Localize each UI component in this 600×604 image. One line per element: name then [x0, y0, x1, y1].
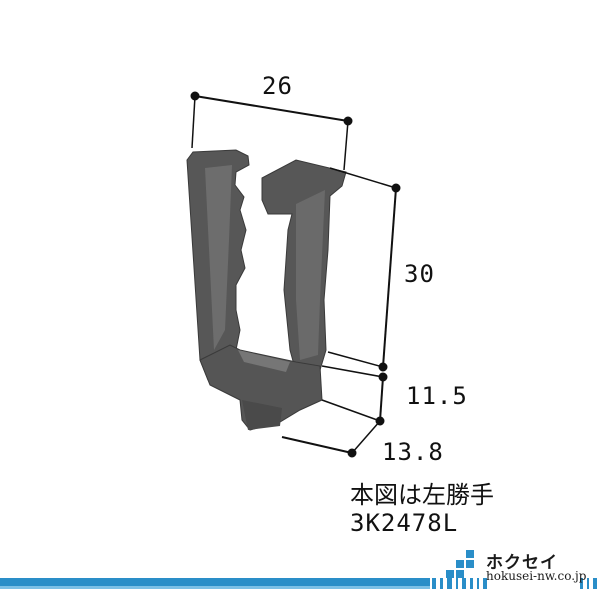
brand-logo-icon	[446, 550, 474, 578]
dimension-base-label: 11.5	[406, 382, 468, 410]
dimension-depth-label: 13.8	[382, 438, 444, 466]
brand-url: hokusei-nw.co.jp	[486, 569, 587, 583]
caption: 本図は左勝手 3K2478L	[350, 481, 494, 537]
barcode-pattern	[432, 578, 597, 589]
clip-part	[186, 149, 347, 431]
part-number: 3K2478L	[350, 508, 459, 537]
footer-stripe	[0, 578, 597, 589]
dimension-width-label: 26	[262, 72, 293, 100]
dimension-height-label: 30	[404, 260, 435, 288]
brand-name: ホクセイ	[486, 553, 558, 573]
handedness-note: 本図は左勝手	[350, 481, 494, 509]
dimension-lines	[190, 91, 401, 458]
